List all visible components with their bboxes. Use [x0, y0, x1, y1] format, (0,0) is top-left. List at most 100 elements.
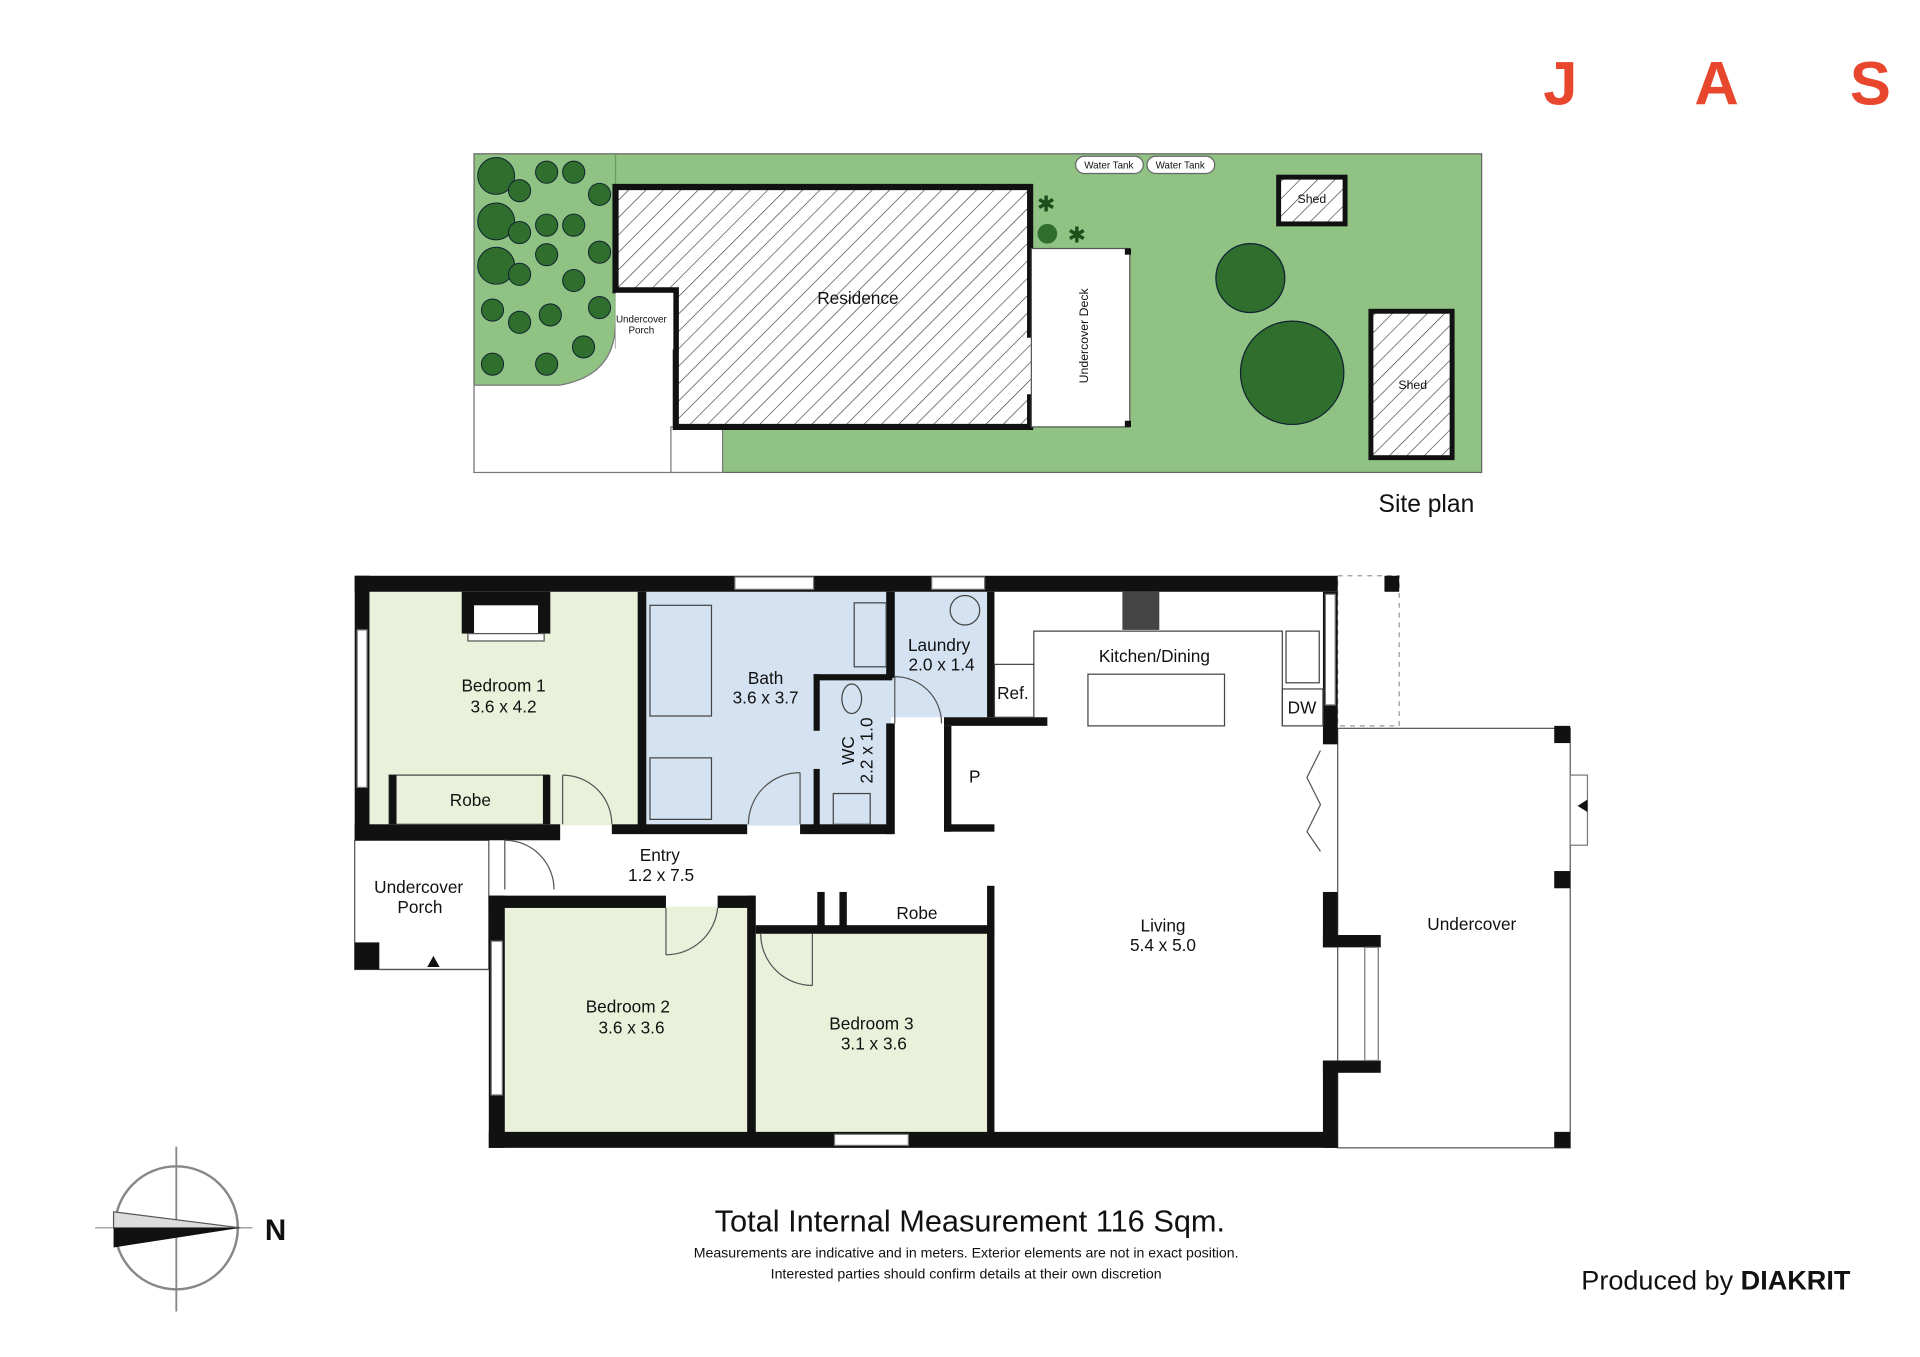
- residence-footprint: [612, 183, 1053, 430]
- basin: [832, 792, 871, 825]
- disclaimer-line-1: Measurements are indicative and in meter…: [694, 1244, 1239, 1260]
- robe2-label: Robe: [896, 903, 937, 923]
- porch-label-2: Porch: [397, 897, 442, 917]
- garden-bushes: [477, 156, 612, 376]
- door: [747, 772, 801, 825]
- bush: [477, 202, 516, 241]
- shower: [649, 757, 713, 820]
- residence-label: Residence: [817, 288, 898, 308]
- kitchen-sink: [1285, 630, 1320, 684]
- jas-logo: J A S: [1543, 50, 1891, 119]
- shed-label: Shed: [1298, 192, 1327, 206]
- tree: [1215, 242, 1286, 314]
- bifold-door: [1306, 750, 1322, 852]
- disclaimer-line-2: Interested parties should confirm detail…: [771, 1265, 1162, 1281]
- shed-1: [1276, 174, 1348, 227]
- door: [760, 933, 813, 987]
- pantry-label: P: [969, 766, 981, 786]
- entry-size: 1.2 x 7.5: [628, 865, 694, 885]
- path: [670, 426, 724, 474]
- bath-size: 3.6 x 3.7: [733, 688, 799, 708]
- water-tank: [1146, 155, 1216, 175]
- compass-needle-light: [112, 1211, 241, 1229]
- wc-size: 2.2 x 1.0: [857, 717, 877, 783]
- bush: [535, 243, 559, 267]
- living-size: 5.4 x 5.0: [1130, 935, 1196, 955]
- cooktop: [1122, 591, 1160, 630]
- bush: [587, 240, 612, 264]
- bedroom3-label: Bedroom 3: [829, 1014, 913, 1034]
- bush: [587, 182, 612, 206]
- svg-text:✱: ✱: [1037, 192, 1056, 217]
- room-labels: Bedroom 1 3.6 x 4.2 Robe Bath 3.6 x 3.7 …: [374, 635, 1516, 1054]
- window: [931, 576, 986, 590]
- window: [734, 576, 815, 590]
- bedroom2-area: [504, 906, 751, 1134]
- shrub: [1037, 223, 1058, 244]
- kitchen-bench: [1033, 630, 1283, 726]
- logo-letter-j: J: [1543, 50, 1577, 119]
- door: [894, 676, 943, 724]
- bush: [535, 213, 559, 237]
- dishwasher: [1281, 688, 1324, 727]
- bath-label: Bath: [748, 668, 783, 688]
- total-measurement: Total Internal Measurement 116 Sqm.: [715, 1204, 1225, 1239]
- bush: [535, 160, 559, 184]
- logo-letter-s: S: [1850, 50, 1891, 119]
- undercover-label: Undercover: [1427, 914, 1516, 934]
- floor-plan: Bedroom 1 3.6 x 4.2 Robe Bath 3.6 x 3.7 …: [354, 575, 1589, 1149]
- bathtub: [649, 604, 713, 717]
- ref-label: Ref.: [997, 683, 1029, 703]
- site-plan-title: Site plan: [1379, 491, 1475, 518]
- bedroom1-label: Bedroom 1: [461, 675, 545, 695]
- compass-north-label: N: [265, 1214, 286, 1247]
- site-plan: Undercover Porch Residence Undercover De…: [473, 153, 1483, 518]
- bush: [507, 220, 532, 245]
- bush: [538, 303, 562, 327]
- window: [833, 1133, 909, 1147]
- water-tank: [1075, 155, 1144, 175]
- bush: [562, 268, 586, 293]
- bush: [480, 298, 505, 322]
- door: [562, 774, 613, 825]
- laundry-tub: [949, 594, 981, 626]
- bedroom2-label: Bedroom 2: [586, 997, 670, 1017]
- bush: [507, 179, 532, 203]
- bedroom3-area: [755, 933, 990, 1134]
- shed-label: Shed: [1398, 378, 1427, 392]
- window: [1324, 593, 1336, 706]
- bush: [477, 156, 516, 195]
- bush: [587, 296, 612, 320]
- laundry-label: Laundry: [908, 635, 971, 655]
- svg-text:✱: ✱: [1068, 222, 1087, 247]
- diakrit-brand: DIAKRIT: [1741, 1265, 1851, 1295]
- window: [1364, 946, 1379, 1062]
- toilet: [841, 683, 863, 715]
- vanity: [853, 602, 887, 668]
- bush: [562, 160, 586, 184]
- producer-credit: Produced by DIAKRIT: [1581, 1265, 1851, 1295]
- site-porch: [615, 292, 674, 350]
- compass-needle-dark: [113, 1227, 241, 1248]
- bush: [535, 352, 559, 376]
- water-tank-label: Water Tank: [1084, 161, 1133, 172]
- bedroom3-size: 3.1 x 3.6: [841, 1033, 907, 1053]
- laundry-size: 2.0 x 1.4: [909, 655, 975, 675]
- site-porch-label-2: Porch: [629, 325, 655, 336]
- bush: [507, 310, 532, 334]
- bush: [480, 352, 505, 376]
- bush: [571, 335, 596, 359]
- entry-label: Entry: [640, 845, 681, 865]
- water-tank-label: Water Tank: [1156, 161, 1205, 172]
- bath-area: [645, 591, 892, 826]
- bedroom2-size: 3.6 x 3.6: [598, 1017, 664, 1037]
- window: [356, 629, 368, 788]
- wc-label: WC: [838, 736, 858, 765]
- dw-label: DW: [1288, 698, 1317, 718]
- laundry-area: [891, 591, 990, 718]
- bush: [507, 262, 532, 286]
- produced-by-text: Produced by: [1581, 1265, 1733, 1295]
- tree: [1239, 320, 1345, 426]
- window: [490, 940, 503, 1096]
